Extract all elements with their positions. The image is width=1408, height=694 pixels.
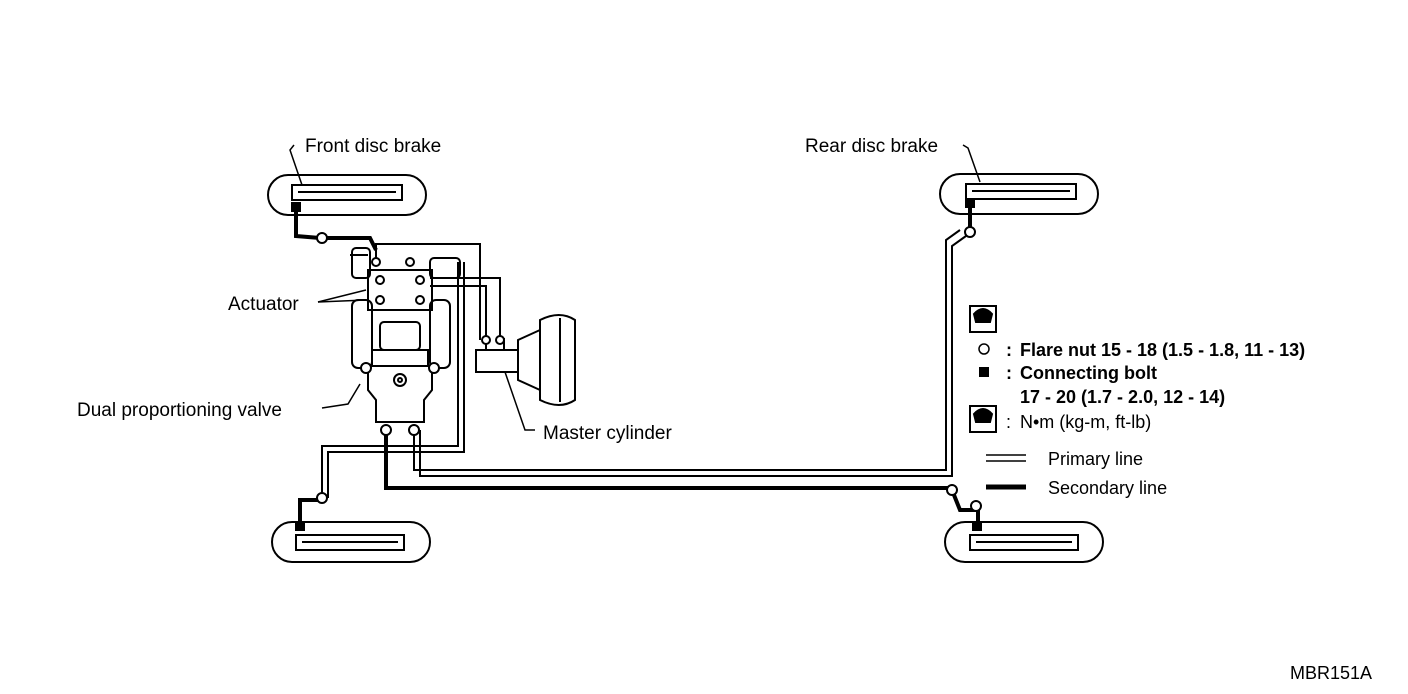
secondary-line-label: Secondary line [1048,478,1168,498]
front-left-wheel [267,174,427,216]
flare-nut-legend-icon [978,343,990,355]
leader-lines [289,144,981,431]
unit-spec: N•m (kg-m, ft-lb) [1020,412,1152,432]
connecting-bolt-markers [291,199,982,531]
wrench-icon-top [969,305,997,333]
flare-nut-markers [316,226,982,512]
primary-line-label: Primary line [1048,449,1144,469]
unit-colon: : [1006,412,1012,432]
primary-line-legend-icon [986,454,1026,462]
connecting-bolt-legend-icon [979,367,989,377]
front-right-wheel [271,521,431,563]
connecting-bolt-title: Connecting bolt [1020,363,1157,383]
connecting-bolt-values: 17 - 20 (1.7 - 2.0, 12 - 14) [1020,387,1226,407]
rear-disc-brake-label: Rear disc brake [805,136,939,157]
front-disc-brake-label: Front disc brake [305,136,442,157]
dual-proportioning-valve-label: Dual proportioning valve [77,400,282,421]
actuator [350,247,461,311]
flare-nut-spec: Flare nut 15 - 18 (1.5 - 1.8, 11 - 13) [1020,340,1306,360]
dual-proportioning-valve [351,299,451,423]
wrench-icon-unit [969,405,997,433]
master-cylinder [475,314,576,406]
rear-left-wheel [944,521,1104,563]
master-cylinder-label: Master cylinder [543,423,672,444]
rear-right-wheel [939,173,1099,215]
secondary-lines [294,206,980,526]
figure-id: MBR151A [1290,663,1373,683]
actuator-label: Actuator [228,294,299,315]
primary-lines [321,229,967,498]
flare-nut-colon: : [1006,340,1012,360]
connecting-bolt-colon: : [1006,363,1012,383]
